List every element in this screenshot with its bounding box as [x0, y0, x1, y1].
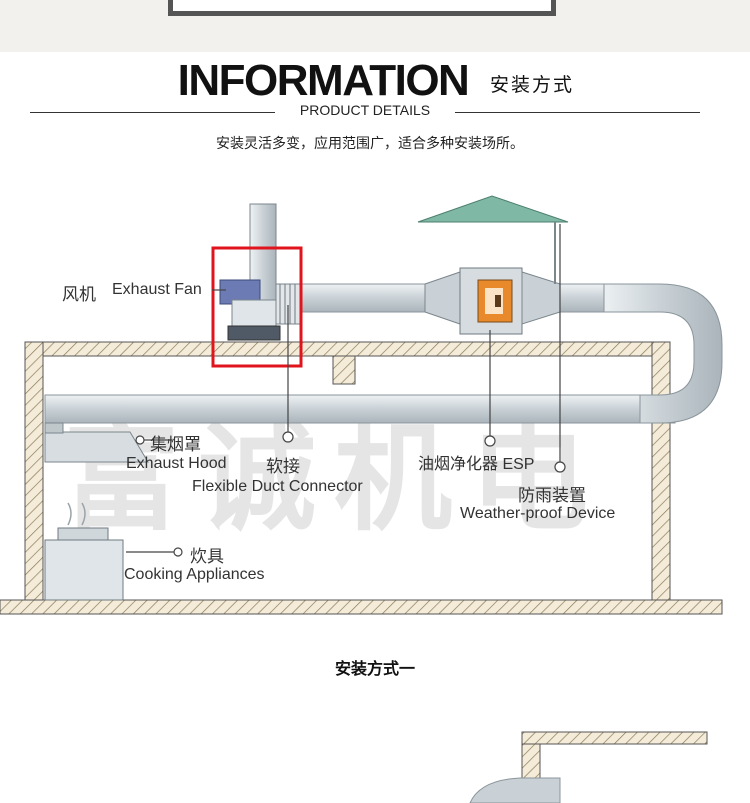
fan-label-cn: 风机 [62, 285, 96, 304]
divider-left [30, 112, 275, 113]
section-subtitle: PRODUCT DETAILS [299, 102, 431, 118]
fan-label-en: Exhaust Fan [112, 281, 202, 298]
cooking-label-cn: 炊具 [190, 547, 224, 566]
diagram-caption: 安装方式一 [334, 659, 415, 678]
weather-label-cn: 防雨装置 [518, 486, 586, 505]
highlight-box [211, 246, 303, 368]
main-duct [44, 283, 723, 424]
hood-label-en: Exhaust Hood [126, 455, 227, 472]
exhaust-hood-shape [44, 422, 149, 463]
weather-label-en: Weather-proof Device [460, 505, 616, 522]
esp-label: 油烟净化器 ESP [418, 456, 535, 473]
esp-unit-shape [424, 267, 605, 335]
building-structure [0, 341, 723, 615]
description-text: 安装灵活多变，应用范围广，适合多种安装场所。 [216, 136, 524, 152]
connector-label-en: Flexible Duct Connector [192, 478, 363, 495]
weather-cap-shape [417, 195, 569, 284]
cooking-appliance-shape [44, 502, 124, 601]
leader-lines [126, 224, 566, 557]
watermark: 富诚机电 [62, 409, 607, 547]
section-title: INFORMATION [177, 56, 470, 105]
section-title-cn: 安装方式 [490, 74, 575, 96]
hood-label-cn: 集烟罩 [150, 435, 201, 454]
top-frame-image-edge [168, 0, 556, 16]
divider-right [455, 112, 700, 113]
connector-label-cn: 软接 [266, 457, 300, 476]
exhaust-fan-shape [219, 203, 426, 341]
cooking-label-en: Cooking Appliances [124, 566, 265, 583]
